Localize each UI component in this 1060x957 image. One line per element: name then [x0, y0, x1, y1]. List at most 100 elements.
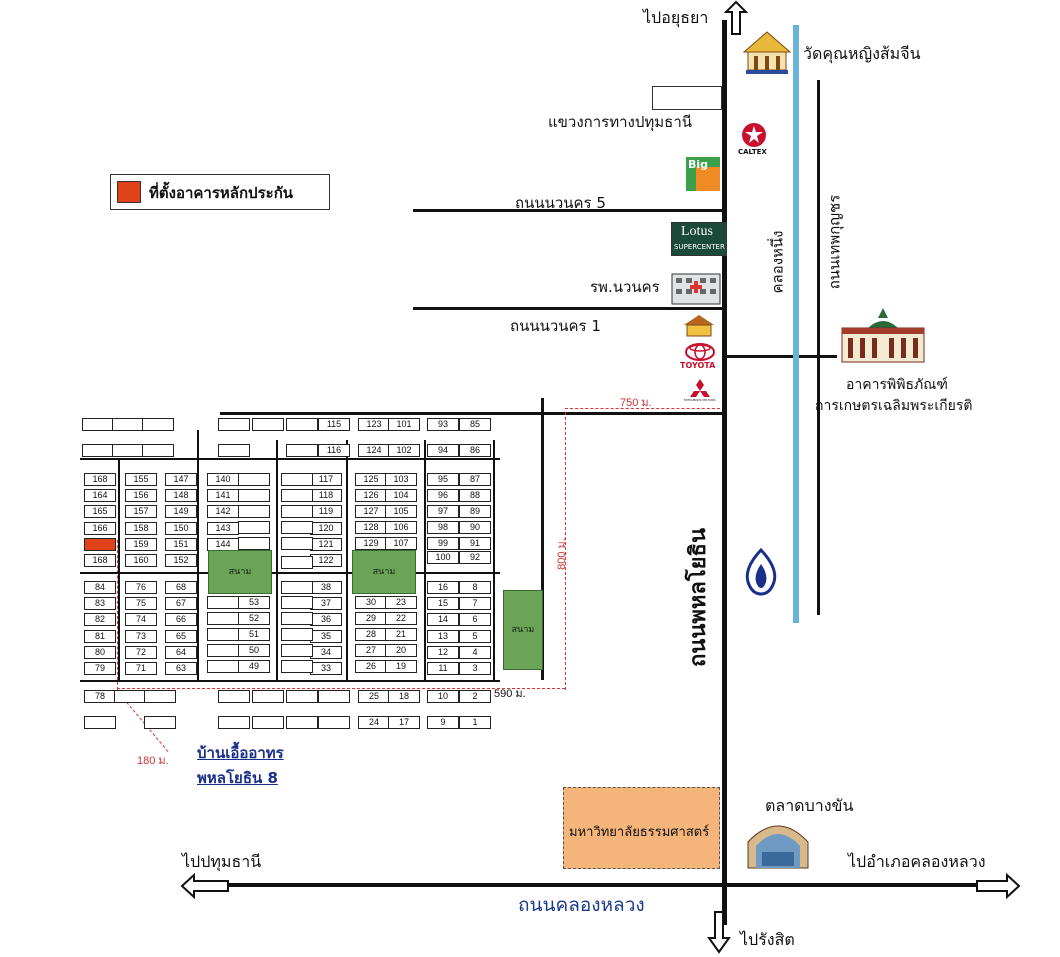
lot [281, 628, 313, 641]
lot [281, 581, 313, 594]
village-road-v3 [276, 440, 278, 680]
lot [281, 537, 313, 550]
lot: 65 [165, 630, 197, 643]
lot [142, 418, 174, 431]
lot: 94 [427, 444, 459, 457]
village-road-v6 [493, 440, 495, 680]
lot [281, 596, 313, 609]
lot: 9 [427, 716, 459, 729]
to-pathumthani-label: ไปปทุมธานี [182, 852, 262, 871]
lot: 164 [84, 489, 116, 503]
lot [281, 473, 313, 486]
lot: 141 [207, 489, 239, 503]
thepkunchon-label: ถนนเทพกุญชร [825, 194, 844, 290]
thepkunchon-road [817, 80, 820, 615]
lot: 13 [427, 630, 459, 643]
lot: 102 [388, 444, 420, 457]
lot: 28 [355, 628, 387, 641]
distance-180: 180 ม. [137, 755, 169, 767]
lot: 7 [459, 597, 491, 610]
lot: 151 [165, 537, 197, 551]
lot [252, 690, 284, 703]
arrow-up-icon [724, 0, 748, 36]
lot: 64 [165, 646, 197, 659]
lot: 3 [459, 662, 491, 675]
caltex-icon: CALTEX [736, 120, 772, 158]
lot: 129 [355, 537, 387, 550]
lot [144, 690, 176, 703]
lot: 30 [355, 596, 387, 609]
lot: 29 [355, 612, 387, 625]
lotus-icon: Lotus SUPERCENTER [671, 222, 727, 256]
lot [286, 418, 318, 431]
lot: 12 [427, 646, 459, 659]
lot: 80 [84, 646, 116, 659]
lot: 144 [207, 537, 239, 551]
distance-line-180 [117, 540, 118, 690]
lot: 68 [165, 581, 197, 594]
lot: 150 [165, 521, 197, 535]
lot [238, 489, 270, 502]
lot: 142 [207, 505, 239, 519]
lot [281, 505, 313, 518]
lot: 75 [125, 597, 157, 610]
lot: 87 [459, 473, 491, 486]
lot [286, 716, 318, 729]
big-c-icon: Big [686, 157, 720, 191]
lot: 159 [125, 537, 157, 551]
village-road-east [541, 398, 544, 680]
lot [82, 418, 114, 431]
legend-box: ที่ตั้งอาคารหลักประกัน [110, 174, 330, 210]
legend-label: ที่ตั้งอาคารหลักประกัน [149, 184, 294, 202]
lot: 147 [165, 473, 197, 486]
bank-logo-icon [742, 548, 780, 596]
lot: 117 [310, 473, 342, 486]
lot [218, 418, 250, 431]
lot: 89 [459, 505, 491, 518]
lot [114, 690, 146, 703]
lot: 25 [358, 690, 390, 703]
lot [142, 444, 174, 457]
lot: 85 [459, 418, 491, 431]
museum-label-2: การเกษตรเฉลิมพระเกียรติ [815, 398, 973, 414]
lot: 34 [310, 646, 342, 659]
lot: 100 [427, 551, 459, 564]
village-road-top [80, 458, 500, 460]
lot: 79 [84, 662, 116, 675]
lot: 127 [355, 505, 387, 518]
lot: 78 [84, 690, 116, 703]
toyota-label: TOYOTA [680, 361, 716, 370]
arrow-right-icon [975, 873, 1021, 899]
lot [252, 418, 284, 431]
khlong-luang-road [200, 883, 990, 887]
lot: 38 [310, 581, 342, 594]
lot: 124 [358, 444, 390, 457]
nawanakorn1-label: ถนนนวนคร 1 [510, 317, 601, 335]
lot: 26 [355, 660, 387, 673]
lot: 19 [385, 660, 417, 673]
lot: 97 [427, 505, 459, 518]
lot: 92 [459, 551, 491, 564]
lot: 36 [310, 613, 342, 626]
lot: 123 [358, 418, 390, 431]
village-road-v5 [424, 440, 426, 680]
arrow-down-icon [707, 910, 731, 954]
phahonyothin-road [722, 20, 727, 925]
lot: 6 [459, 613, 491, 626]
distance-590: 590 ม. [494, 688, 526, 700]
market-icon [742, 816, 814, 870]
lot: 10 [427, 690, 459, 703]
lot: 83 [84, 597, 116, 610]
lot: 18 [388, 690, 420, 703]
lot: 74 [125, 613, 157, 626]
distance-line-750 [565, 408, 720, 409]
lot: 72 [125, 646, 157, 659]
lot: 105 [385, 505, 417, 518]
lot: 118 [310, 489, 342, 503]
lot: 20 [385, 644, 417, 657]
lot: 21 [385, 628, 417, 641]
lot: 71 [125, 662, 157, 675]
village-name-line1: บ้านเอื้ออาทร [197, 744, 284, 762]
university-label: มหาวิทยาลัยธรรมศาสตร์ [569, 825, 710, 840]
lot: 121 [310, 537, 342, 551]
